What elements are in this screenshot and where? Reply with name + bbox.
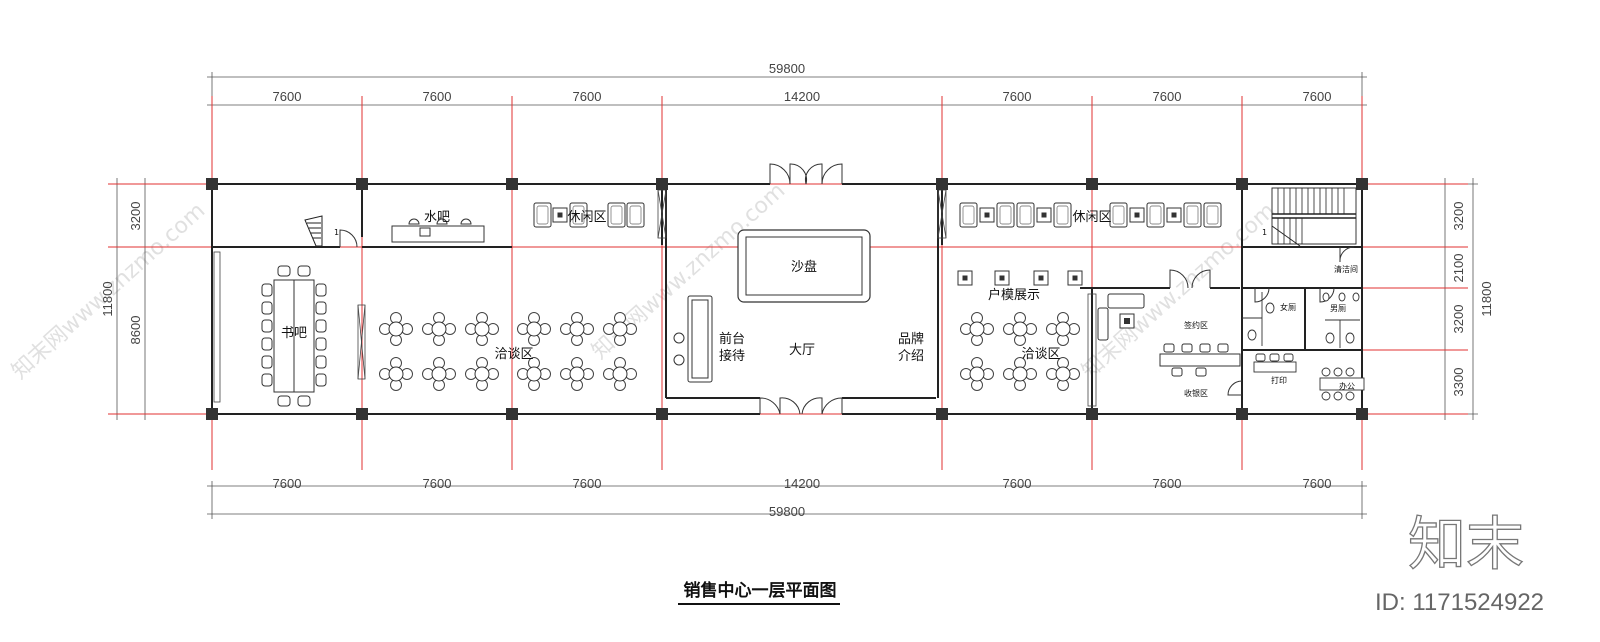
dim-left-segment: 3200 xyxy=(128,202,143,231)
label-water-bar: 水吧 xyxy=(424,210,450,225)
label-lounge-right: 休闲区 xyxy=(1072,210,1111,225)
columns xyxy=(206,178,1368,420)
toilet-fixtures xyxy=(1242,292,1360,348)
label-printing: 打印 xyxy=(1271,375,1287,385)
dim-bottom-segment: 7600 xyxy=(573,476,602,491)
dim-left-total: 11800 xyxy=(100,281,115,316)
stair-left xyxy=(304,215,323,247)
dimension-labels: 59800 7600 7600 7600 14200 7600 7600 760… xyxy=(100,61,1494,519)
dim-top-segment: 7600 xyxy=(573,89,602,104)
dim-top-segment: 7600 xyxy=(423,89,452,104)
reception-desk xyxy=(673,295,713,383)
label-male-wc: 男厕 xyxy=(1330,304,1346,313)
dim-top-segment: 7600 xyxy=(1153,89,1182,104)
unit-model-displays xyxy=(957,270,1083,286)
dim-top-total: 59800 xyxy=(769,61,805,76)
dim-bottom-segment: 7600 xyxy=(423,476,452,491)
label-reception: 接待 xyxy=(719,348,745,364)
doors xyxy=(339,163,1355,415)
label-cashier: 收银区 xyxy=(1184,388,1208,398)
label-hall: 大厅 xyxy=(789,343,815,358)
label-negotiation-left: 洽谈区 xyxy=(494,347,533,362)
room-labels: 水吧 休闲区 休闲区 书吧 洽谈区 沙盘 前台 接待 大厅 品牌 介绍 户模展示… xyxy=(281,210,1358,398)
dim-right-total: 11800 xyxy=(1479,281,1494,316)
label-signing: 签约区 xyxy=(1184,320,1208,330)
dim-right-segment: 3300 xyxy=(1451,368,1466,397)
dim-top-segment: 7600 xyxy=(1003,89,1032,104)
label-female-wc: 女厕 xyxy=(1280,302,1296,312)
dim-right-segment: 2100 xyxy=(1451,254,1466,283)
watermark-logo: 知末 xyxy=(1408,510,1524,578)
dim-bottom-segment: 7600 xyxy=(1003,476,1032,491)
label-unit-model: 户模展示 xyxy=(988,287,1040,303)
book-bar-table xyxy=(261,265,327,407)
dim-bottom-segment: 7600 xyxy=(1153,476,1182,491)
dim-bottom-segment: 7600 xyxy=(1303,476,1332,491)
label-brand-intro: 介绍 xyxy=(898,349,924,364)
signing-area-furniture xyxy=(1097,293,1241,377)
label-cleaning: 清洁间 xyxy=(1334,264,1358,274)
drawing-title: 销售中心一层平面图 xyxy=(684,580,837,601)
dim-bottom-segment: 14200 xyxy=(784,476,820,491)
stair-mark: 1 xyxy=(1262,228,1267,237)
dim-bottom-segment: 7600 xyxy=(273,476,302,491)
stair-right xyxy=(1271,187,1357,247)
label-office: 办公 xyxy=(1339,381,1355,391)
water-bar-counter xyxy=(391,218,485,243)
glass-partitions xyxy=(213,189,1097,407)
label-reception: 前台 xyxy=(719,331,745,347)
dim-top-segment: 7600 xyxy=(1303,89,1332,104)
dim-right-segment: 3200 xyxy=(1451,202,1466,231)
dim-left-segment: 8600 xyxy=(128,316,143,345)
watermark-id: ID: 1171524922 xyxy=(1375,589,1544,616)
sand-table xyxy=(737,229,871,303)
negotiation-right-tables xyxy=(960,312,1080,391)
dim-right-segment: 3200 xyxy=(1451,305,1466,334)
label-sand-table: 沙盘 xyxy=(791,259,817,275)
label-brand-intro: 品牌 xyxy=(898,331,924,347)
label-negotiation-right: 洽谈区 xyxy=(1021,347,1060,362)
office-furniture xyxy=(1253,353,1365,401)
label-book-bar: 书吧 xyxy=(281,326,307,341)
stair-mark: 1 xyxy=(334,228,339,237)
label-lounge-left: 休闲区 xyxy=(567,210,606,225)
dim-top-segment: 7600 xyxy=(273,89,302,104)
dim-top-segment: 14200 xyxy=(784,89,820,104)
dim-bottom-total: 59800 xyxy=(769,504,805,519)
